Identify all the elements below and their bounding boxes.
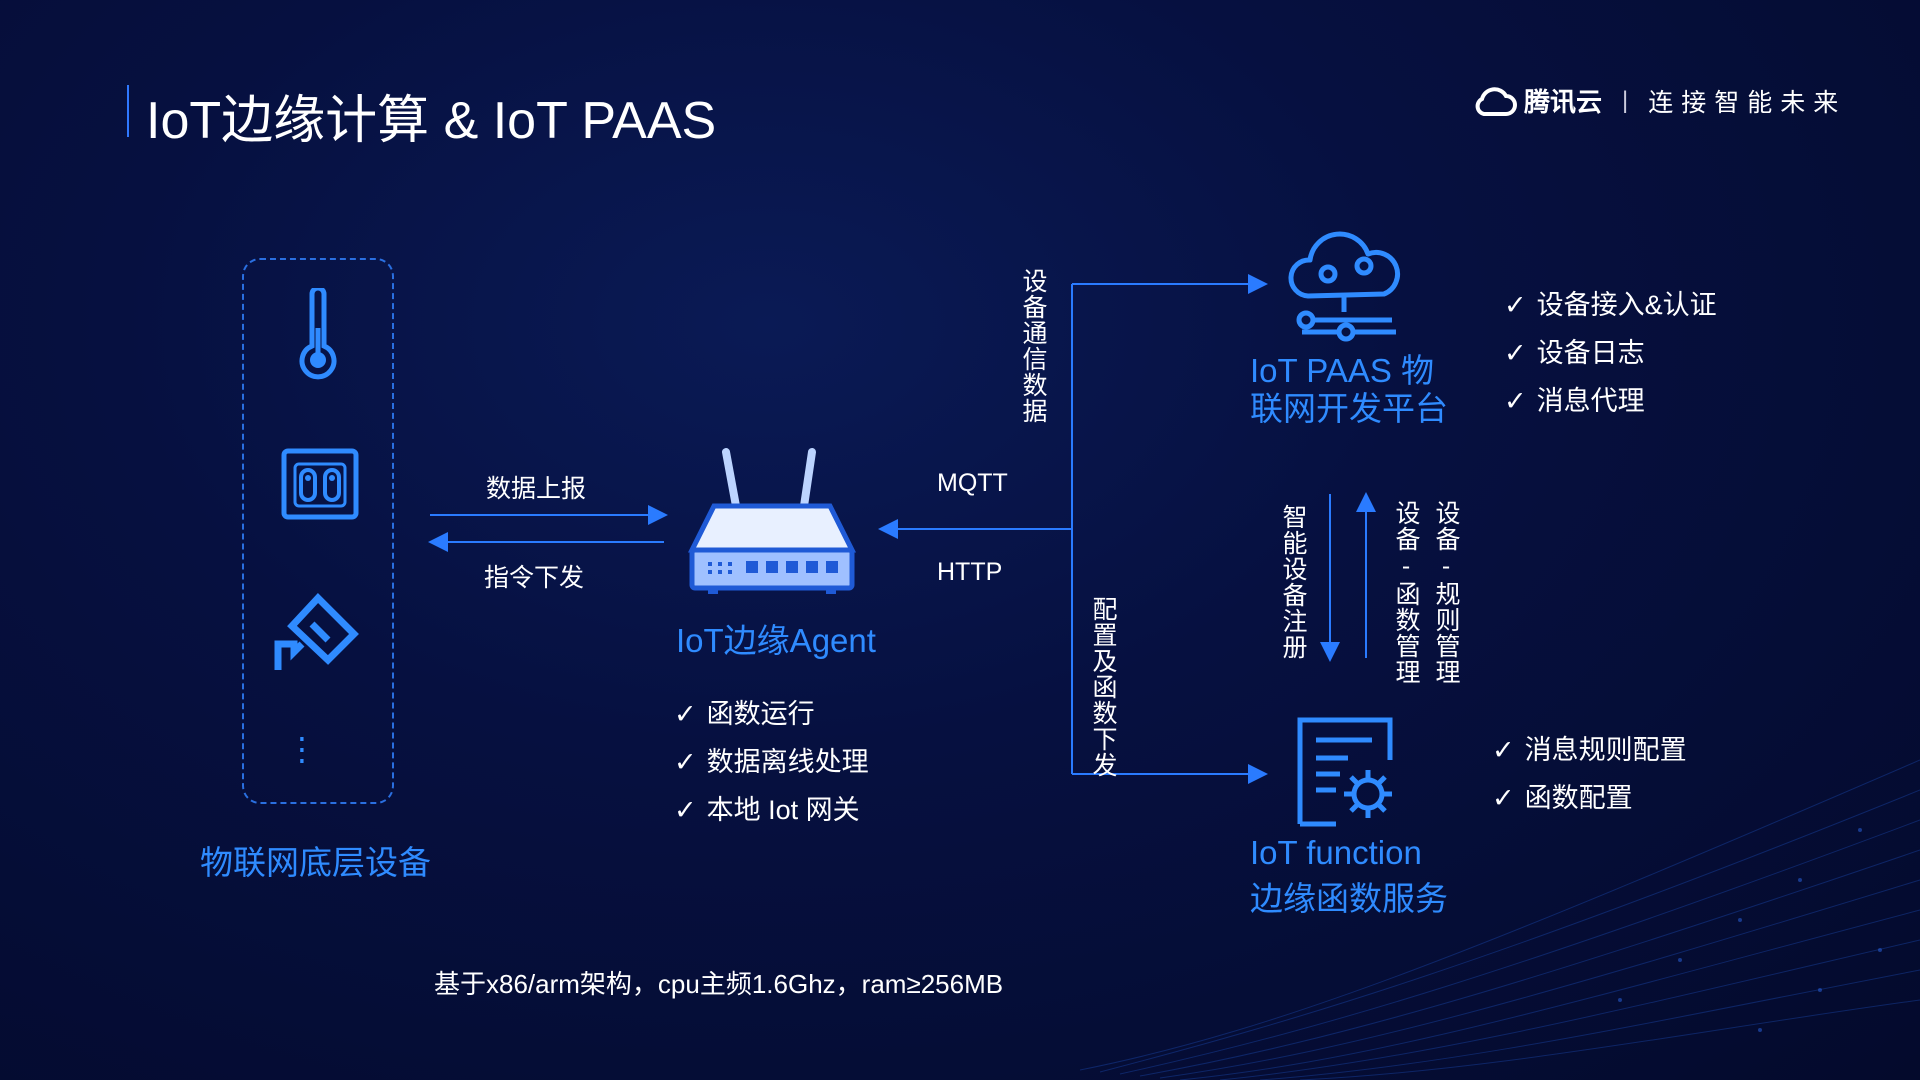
agent-features: ✓函数运行 ✓数据离线处理 ✓本地 Iot 网关: [674, 690, 869, 834]
switch-icon: [281, 448, 359, 520]
function-gear-doc-icon: [1297, 717, 1393, 827]
camera-icon: [274, 592, 359, 670]
paas-features: ✓设备接入&认证 ✓设备日志 ✓消息代理: [1504, 281, 1717, 425]
function-features: ✓消息规则配置 ✓函数配置: [1492, 726, 1687, 822]
paas-label-line2: 联网开发平台: [1250, 390, 1448, 427]
comm-data-label: 设备通信数据: [1019, 268, 1047, 424]
cloud-platform-icon: [1288, 231, 1401, 342]
brand-header: 腾讯云 | 连接智能未来: [1472, 82, 1846, 119]
list-item: ✓数据离线处理: [674, 747, 869, 777]
brand-name: 腾讯云: [1524, 87, 1603, 117]
function-label-line1: IoT function: [1250, 834, 1422, 871]
list-item: ✓消息规则配置: [1492, 735, 1687, 765]
router-icon: [687, 448, 857, 594]
rule-manage-label: 设备-规则管理: [1432, 500, 1460, 685]
config-deploy-label: 配置及函数下发: [1089, 596, 1117, 778]
list-item: ✓设备日志: [1504, 338, 1645, 368]
footer-note: 基于x86/arm架构，cpu主频1.6Ghz，ram≥256MB: [434, 969, 1004, 999]
device-group-box: [242, 258, 394, 804]
data-upload-label: 数据上报: [486, 475, 587, 503]
smart-register-label: 智能设备注册: [1279, 504, 1307, 660]
protocol-mqtt: MQTT: [937, 469, 1008, 497]
thermometer-icon: [299, 288, 337, 380]
list-item: ✓函数配置: [1492, 783, 1633, 813]
wave-decoration: [1080, 759, 1920, 1080]
paas-label-line1: IoT PAAS 物: [1250, 352, 1435, 389]
page-title: IoT边缘计算 & IoT PAAS: [146, 92, 717, 150]
list-item: ✓消息代理: [1504, 386, 1645, 416]
device-more-ellipsis: ⋮: [286, 731, 318, 767]
brand-separator: |: [1622, 86, 1629, 114]
tencent-cloud-logo-icon: [1475, 86, 1517, 116]
func-manage-label: 设备-函数管理: [1392, 500, 1420, 685]
function-label-line2: 边缘函数服务: [1250, 880, 1448, 917]
command-down-label: 指令下发: [484, 564, 585, 592]
brand-slogan: 连接智能未来: [1648, 88, 1847, 117]
list-item: ✓函数运行: [674, 699, 815, 729]
list-item: ✓设备接入&认证: [1504, 290, 1717, 320]
devices-label: 物联网底层设备: [200, 844, 431, 881]
list-item: ✓本地 Iot 网关: [674, 795, 860, 825]
agent-label: IoT边缘Agent: [676, 622, 876, 659]
protocol-http: HTTP: [937, 558, 1003, 586]
title-accent-bar: [127, 85, 129, 137]
